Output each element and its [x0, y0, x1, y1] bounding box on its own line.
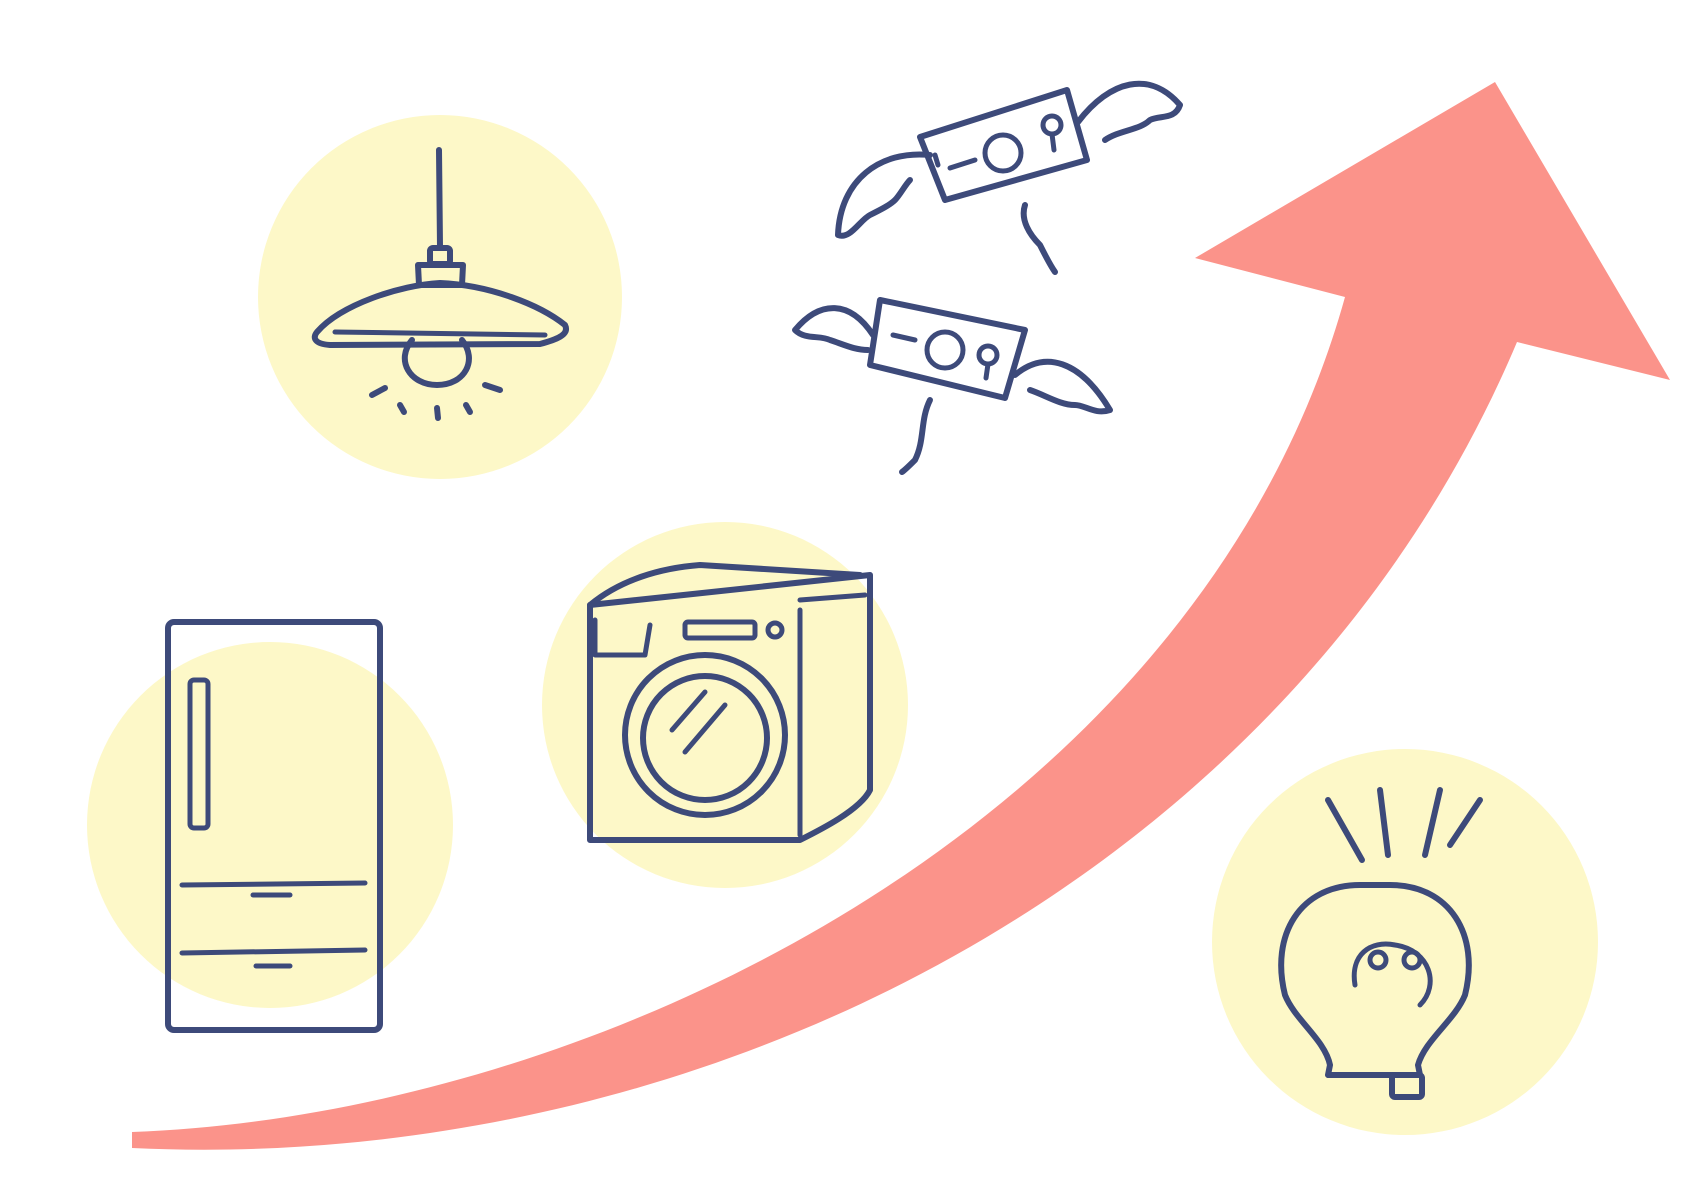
fridge-circle-bg	[87, 642, 453, 1008]
washing-machine-icon	[587, 562, 873, 843]
flying-money-icon	[835, 80, 1183, 275]
rising-arrow-icon	[132, 82, 1670, 1150]
lightbulb-icon	[1278, 787, 1483, 1100]
pendant-lamp-icon	[311, 147, 569, 421]
lamp-circle-bg	[258, 115, 622, 479]
bulb-circle-bg	[1212, 749, 1598, 1135]
flying-money-icon	[792, 297, 1113, 475]
refrigerator-icon	[165, 619, 383, 1033]
